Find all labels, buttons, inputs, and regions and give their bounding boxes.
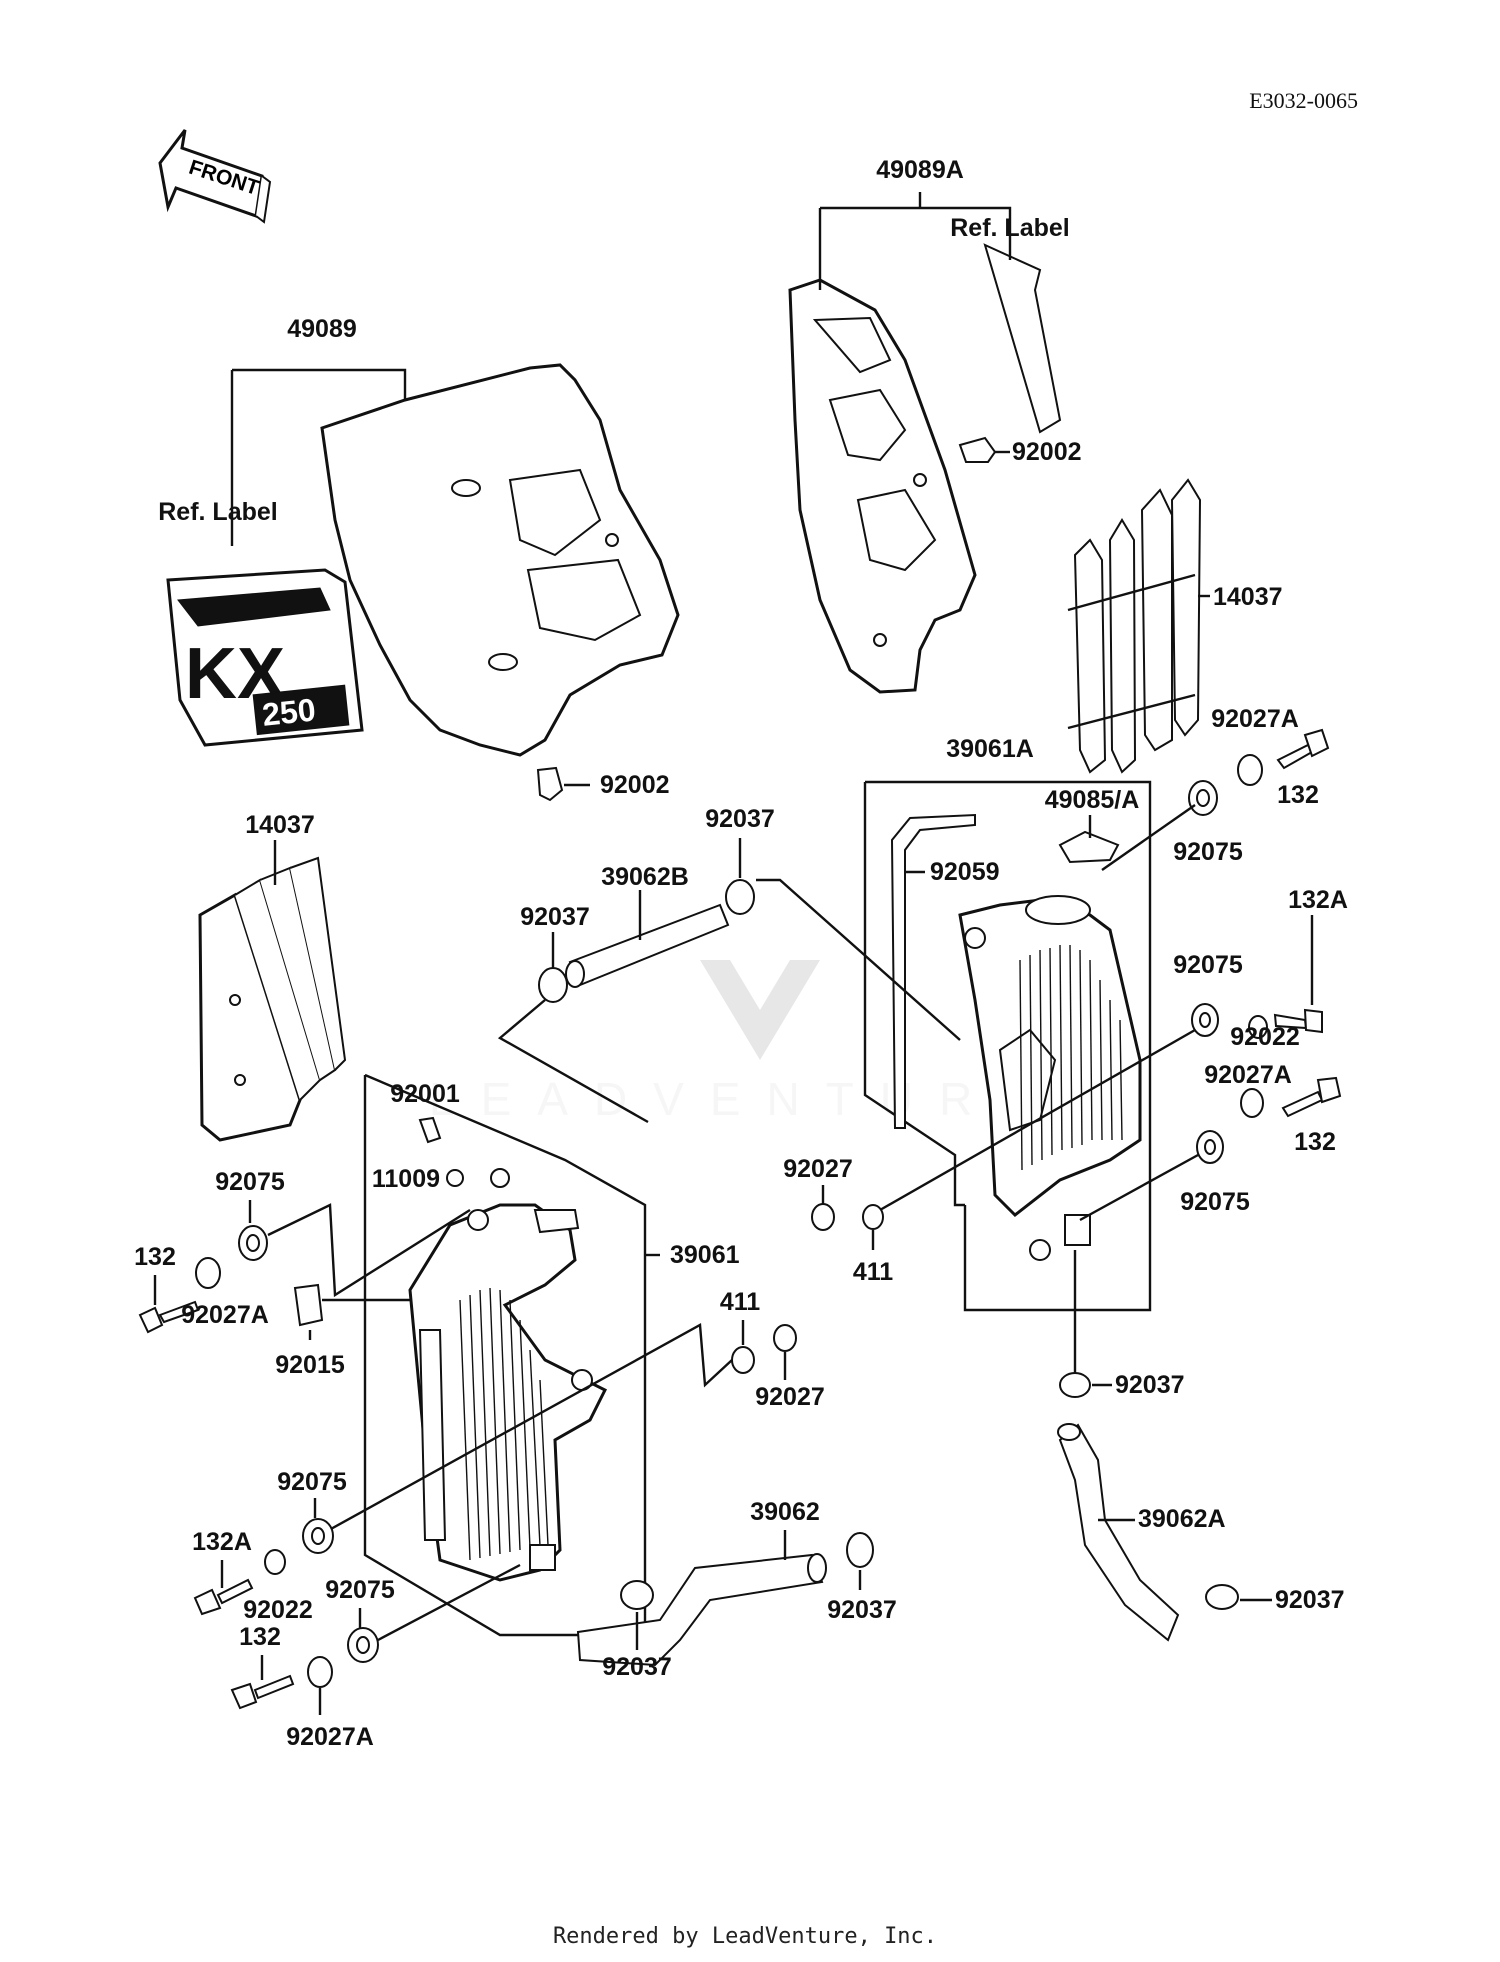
label-92075-tr: 92075	[1173, 838, 1243, 866]
label-92075-r2: 92075	[1180, 1188, 1250, 1216]
label-92027A-l1: 92027A	[181, 1301, 269, 1329]
label-92037-low1: 92037	[602, 1653, 672, 1681]
label-92001: 92001	[390, 1080, 460, 1108]
label-92022-r: 92022	[1230, 1023, 1300, 1051]
collar-92027A-r	[1240, 1088, 1264, 1118]
bolt-92001	[418, 1116, 442, 1144]
washer-411-low	[862, 1204, 884, 1230]
label-92075-l3: 92075	[325, 1576, 395, 1604]
label-411-low: 411	[853, 1258, 893, 1286]
label-92002-left: 92002	[600, 771, 670, 799]
washer-411-mid	[731, 1346, 755, 1374]
label-92027-low: 92027	[783, 1155, 853, 1183]
label-92037-low2: 92037	[827, 1596, 897, 1624]
label-92075-r: 92075	[1173, 951, 1243, 979]
label-92002-right: 92002	[1012, 438, 1082, 466]
clamp-92037-low2	[846, 1532, 874, 1568]
label-411-mid: 411	[720, 1288, 760, 1316]
front-arrow-icon: FRONT	[158, 129, 272, 224]
grommet-92075-r2	[1196, 1130, 1224, 1164]
label-132A-r: 132A	[1288, 886, 1348, 914]
label-39062: 39062	[750, 1498, 820, 1526]
clip-92015	[293, 1283, 324, 1327]
label-49085A: 49085/A	[1045, 786, 1140, 814]
label-92022-l: 92022	[243, 1596, 313, 1624]
watermark: LEADVENTURE	[429, 960, 1055, 1125]
washer-11009	[446, 1169, 464, 1187]
footer-credit: Rendered by LeadVenture, Inc.	[553, 1924, 937, 1949]
collar-92027-low	[811, 1203, 835, 1231]
shroud-left	[320, 363, 680, 757]
label-92027A-l2: 92027A	[286, 1723, 374, 1751]
label-ref-label-left: Ref. Label	[158, 498, 277, 526]
watermark-text: LEADVENTURE	[429, 1073, 1055, 1125]
ref-label-right	[983, 243, 1062, 434]
num-250-text: 250	[260, 691, 317, 732]
label-11009: 11009	[372, 1165, 440, 1193]
bolt-132-r	[1281, 1076, 1342, 1118]
clamp-92037-mid	[538, 967, 568, 1003]
label-ref-label-right: Ref. Label	[950, 214, 1069, 242]
label-39061A: 39061A	[946, 735, 1034, 763]
diagram-code: E3032-0065	[1249, 88, 1358, 113]
bolt-132-l1	[138, 1300, 200, 1334]
label-92059: 92059	[930, 858, 1000, 886]
label-92015: 92015	[275, 1351, 345, 1379]
label-132-tr: 132	[1277, 781, 1319, 809]
clamp-92037-r	[1059, 1372, 1091, 1398]
grille-guard-left	[198, 856, 347, 1142]
label-92027A-tr: 92027A	[1211, 705, 1299, 733]
grommet-92075-r	[1191, 1003, 1219, 1037]
grommet-92075-l2	[302, 1518, 334, 1554]
washer-92022-l	[264, 1549, 286, 1575]
label-132-r: 132	[1294, 1128, 1336, 1156]
ref-label-kx250: KX 250	[166, 568, 364, 747]
clamp-92037-low3	[1205, 1584, 1239, 1610]
label-92075-l1: 92075	[215, 1168, 285, 1196]
clamp-92037-top	[725, 879, 755, 915]
clamp-92037-low1	[620, 1580, 654, 1610]
label-39062A: 39062A	[1138, 1505, 1226, 1533]
label-39061: 39061	[670, 1241, 740, 1269]
label-92037-low3: 92037	[1275, 1586, 1345, 1614]
label-132-l1: 132	[134, 1243, 176, 1271]
label-49089A: 49089A	[876, 156, 964, 184]
hose-92059	[890, 813, 976, 1129]
grommet-92075-tr	[1188, 780, 1218, 816]
label-92075-l2: 92075	[277, 1468, 347, 1496]
grommet-92075-l3	[347, 1627, 379, 1663]
bolt-132-l2	[230, 1674, 295, 1710]
label-92037-r: 92037	[1115, 1371, 1185, 1399]
collar-92027A-l2	[307, 1656, 333, 1688]
label-92037-top: 92037	[705, 805, 775, 833]
hose-39062	[576, 1553, 827, 1667]
bolt-132A-r	[1273, 1008, 1323, 1034]
radiator-left	[363, 1073, 647, 1637]
label-132A-l: 132A	[192, 1528, 252, 1556]
shroud-right	[788, 278, 977, 694]
washer-92022-r	[1248, 1015, 1268, 1039]
bolt-92002-left	[536, 766, 564, 802]
label-14037-right: 14037	[1213, 583, 1283, 611]
radiator-right	[863, 780, 1152, 1312]
collar-92027-mid	[773, 1324, 797, 1352]
label-92037-mid: 92037	[520, 903, 590, 931]
cap-49085A	[1058, 830, 1120, 864]
label-39062B: 39062B	[601, 863, 689, 891]
label-92027-mid: 92027	[755, 1383, 825, 1411]
collar-92027A-l1	[195, 1257, 221, 1289]
bolt-132-tr	[1276, 728, 1330, 770]
bolt-92002-right	[958, 436, 997, 463]
grommet-92075-l1	[238, 1225, 268, 1261]
grille-guard-right	[1067, 478, 1202, 774]
collar-92027A-tr	[1237, 754, 1263, 786]
bolt-132A-l	[193, 1578, 254, 1616]
label-14037-left: 14037	[245, 811, 315, 839]
label-132-l2: 132	[239, 1623, 281, 1651]
hose-39062A	[1057, 1423, 1180, 1642]
hose-39062B	[565, 903, 730, 988]
label-92027A-r: 92027A	[1204, 1061, 1292, 1089]
label-49089: 49089	[287, 315, 357, 343]
